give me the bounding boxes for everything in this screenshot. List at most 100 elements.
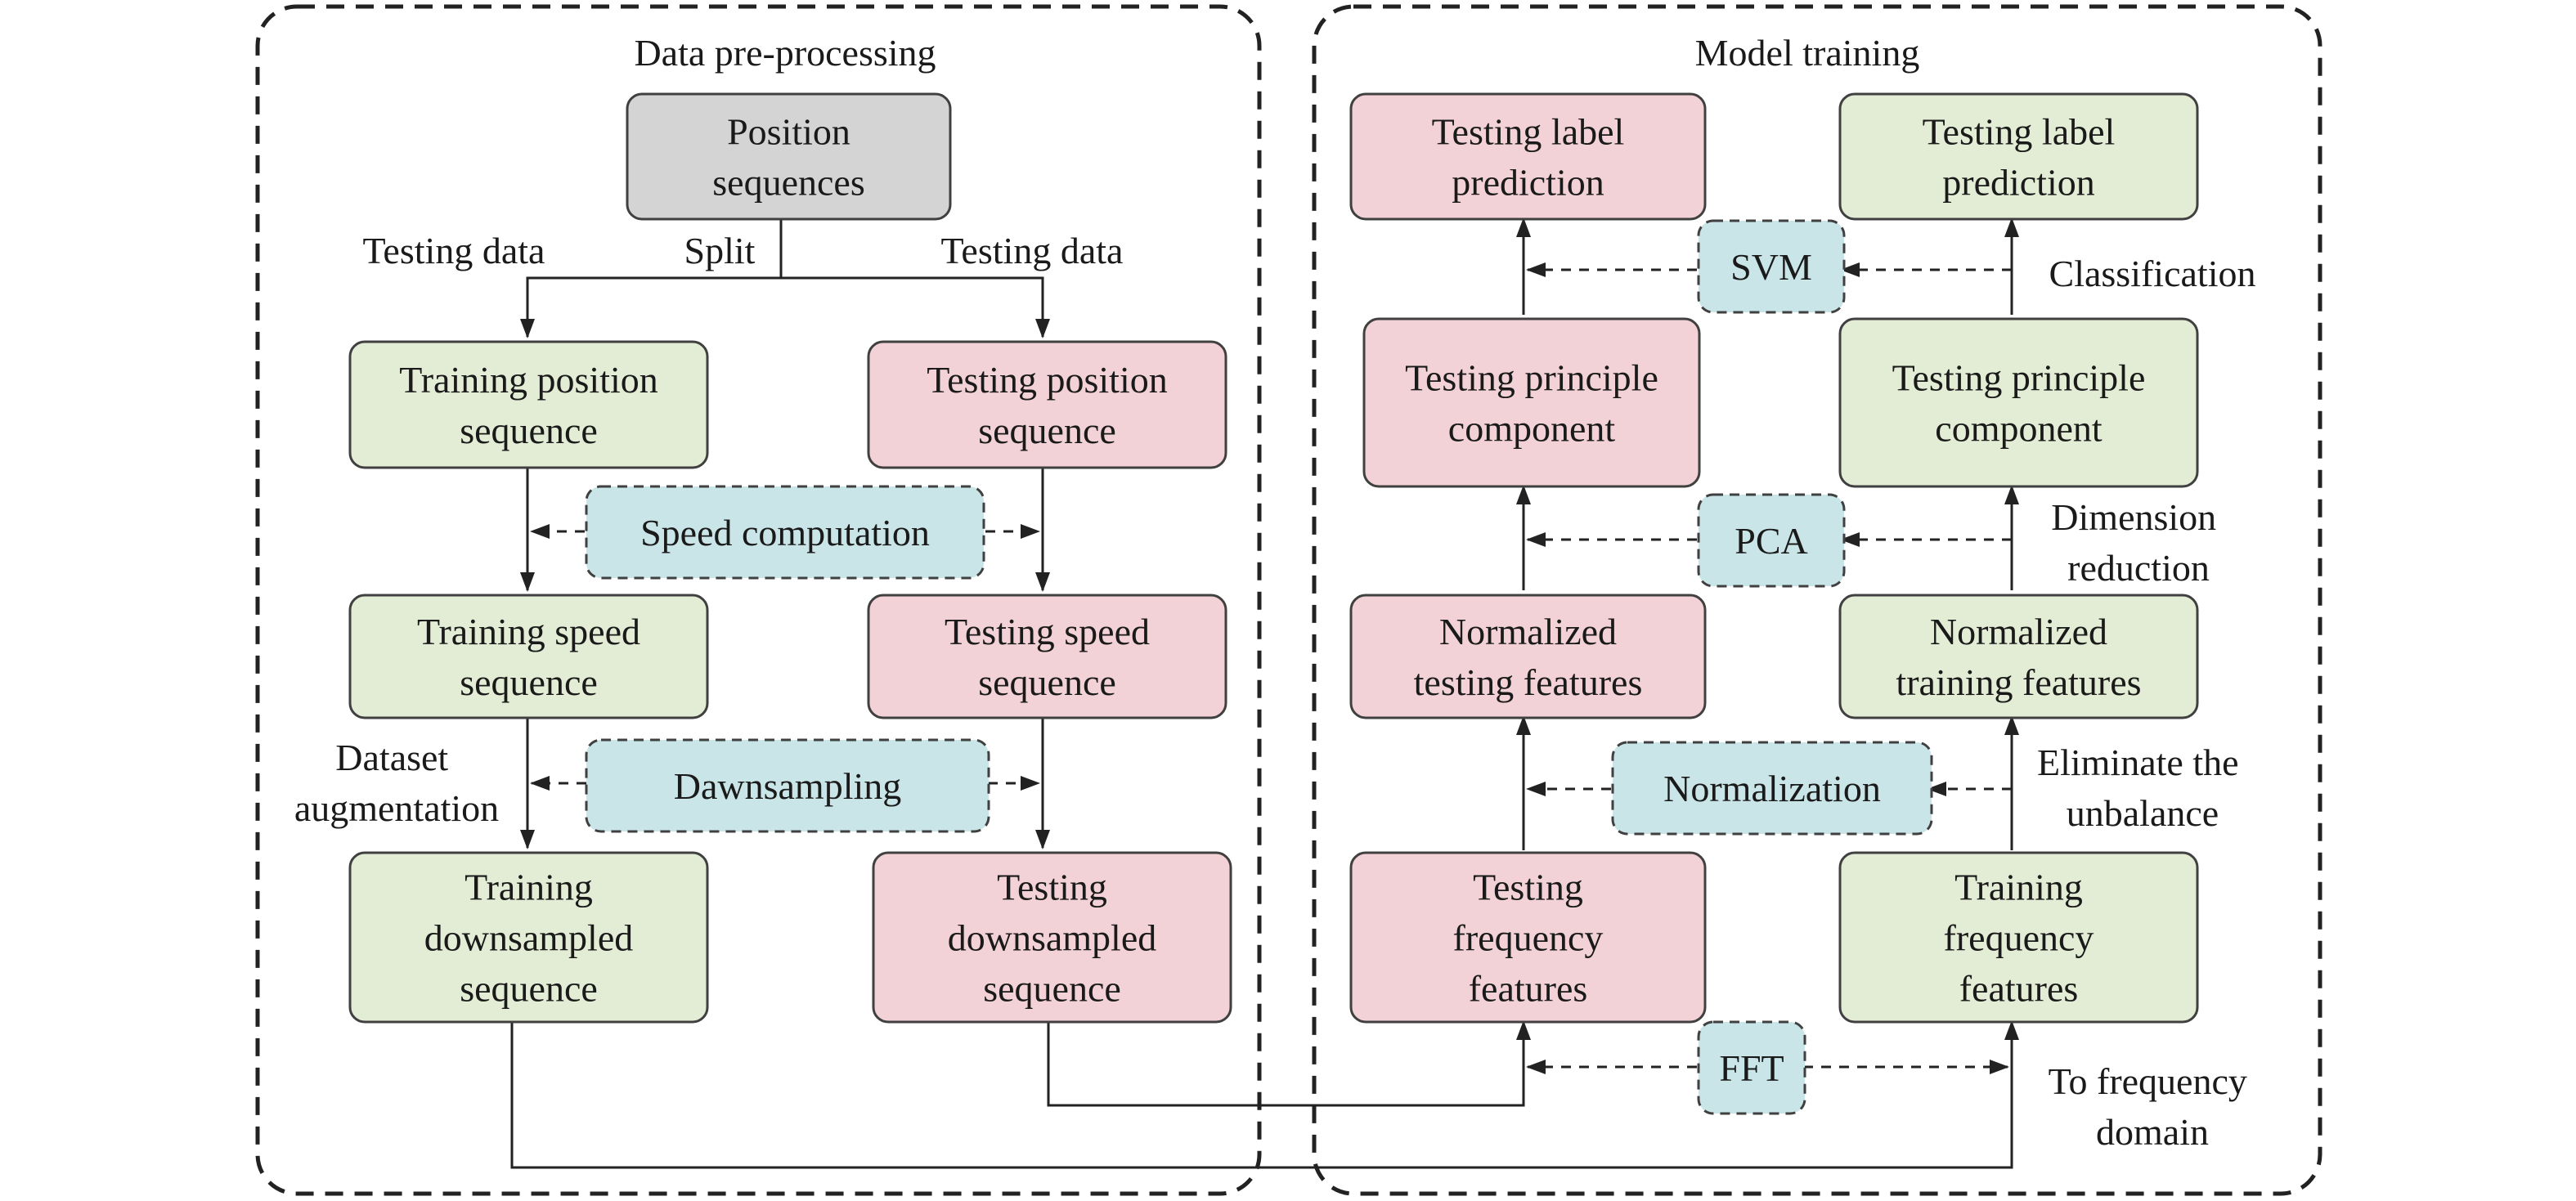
- label-dataset-augmentation-line-1: Dataset: [335, 737, 448, 778]
- node-label-line: features: [1959, 968, 2079, 1010]
- node-label-line: sequence: [460, 968, 598, 1010]
- label-split: Split: [684, 230, 756, 271]
- node-box-pca: [1697, 493, 1846, 588]
- node-box-dawnsampling: [585, 738, 990, 833]
- node-box-normalization: [1611, 741, 1933, 836]
- panel-title-preprocessing: Data pre-processing: [634, 32, 936, 74]
- node-label-line: Testing position: [927, 359, 1168, 401]
- label-testing-data-right: Testing data: [941, 230, 1124, 271]
- node-label-line: Testing principle: [1892, 357, 2146, 399]
- node-label-line: Speed computation: [640, 512, 930, 553]
- node-training-speed-sequence: Training speed sequence: [348, 594, 709, 719]
- node-label-line: Testing: [1473, 867, 1583, 908]
- label-eliminate-unbalance-line-1: Eliminate the: [2037, 742, 2239, 783]
- node-label-line: Normalized: [1930, 611, 2107, 652]
- label-testing-data-left: Testing data: [363, 230, 545, 271]
- node-label-testing-principle-component-left: Testing principle component: [1405, 357, 1658, 450]
- node-label-line: component: [1448, 408, 1616, 450]
- label-dimension-reduction-line-1: Dimension: [2051, 496, 2216, 538]
- panel-data-preprocessing: Data pre-processing: [255, 4, 1262, 1196]
- split-connector-right: [781, 276, 1050, 338]
- node-box-testing-downsampled-sequence: [872, 851, 1232, 1024]
- split-connector: [520, 219, 783, 338]
- label-to-frequency-domain-line-2: domain: [2096, 1111, 2209, 1153]
- node-box-testing-speed-sequence: [867, 594, 1227, 719]
- label-dataset-augmentation-line-2: augmentation: [294, 787, 499, 829]
- node-testing-principle-component-left: Testing principle component: [1362, 317, 1701, 488]
- node-label-pca: PCA: [1735, 520, 1807, 562]
- node-label-line: testing features: [1414, 661, 1643, 703]
- node-label-line: sequence: [460, 661, 598, 703]
- node-label-line: downsampled: [948, 917, 1157, 959]
- node-box-normalized-testing-features: [1349, 594, 1707, 719]
- label-to-frequency-domain-line-1: To frequency: [2049, 1060, 2247, 1102]
- node-label-line: sequences: [712, 162, 864, 204]
- label-dataset-augmentation: Dataset augmentation: [294, 737, 499, 829]
- node-label-line: Training speed: [417, 611, 640, 652]
- node-label-testing-principle-component-right: Testing principle component: [1892, 357, 2146, 450]
- node-normalization: Normalization: [1611, 741, 1933, 836]
- node-label-line: frequency: [1453, 917, 1604, 959]
- node-box-fft: [1697, 1020, 1806, 1115]
- node-label-line: PCA: [1735, 520, 1807, 562]
- node-label-line: Position: [727, 111, 850, 153]
- node-label-line: component: [1935, 408, 2103, 450]
- label-dimension-reduction-line-2: reduction: [2067, 547, 2210, 589]
- node-box-svm: [1697, 219, 1846, 314]
- node-label-line: downsampled: [424, 917, 634, 959]
- label-to-frequency-domain: To frequency domain: [2049, 1060, 2257, 1153]
- node-label-position-sequences: Position sequences: [712, 111, 864, 204]
- label-eliminate-unbalance: Eliminate the unbalance: [2037, 742, 2248, 834]
- node-fft: FFT: [1697, 1020, 1806, 1115]
- node-label-line: Normalization: [1663, 768, 1881, 809]
- node-label-line: Testing speed: [945, 611, 1150, 652]
- node-position-sequences: Position sequences: [626, 92, 952, 221]
- node-normalized-testing-features: Normalized testing features: [1349, 594, 1707, 719]
- node-box-testing-principle-component-right: [1838, 317, 2199, 488]
- node-label-speed-computation: Speed computation: [640, 512, 930, 553]
- node-pca: PCA: [1697, 493, 1846, 588]
- label-dimension-reduction: Dimension reduction: [2051, 496, 2225, 589]
- node-box-testing-frequency-features: [1349, 851, 1707, 1024]
- node-label-dawnsampling: Dawnsampling: [674, 765, 902, 807]
- node-label-line: FFT: [1719, 1047, 1784, 1089]
- node-box-testing-label-prediction-right: [1838, 92, 2199, 221]
- node-box-testing-position-sequence: [867, 340, 1227, 469]
- node-label-fft: FFT: [1719, 1047, 1784, 1089]
- node-box-position-sequences: [626, 92, 952, 221]
- node-label-line: Testing principle: [1405, 357, 1658, 399]
- node-label-normalization: Normalization: [1663, 768, 1881, 809]
- panel-title-training: Model training: [1695, 32, 1920, 74]
- node-label-line: prediction: [1452, 162, 1604, 204]
- node-label-svm: SVM: [1730, 246, 1812, 288]
- label-classification: Classification: [2049, 253, 2256, 294]
- node-box-training-frequency-features: [1838, 851, 2199, 1024]
- node-label-line: Dawnsampling: [674, 765, 902, 807]
- node-label-line: Normalized: [1439, 611, 1617, 652]
- node-box-testing-label-prediction-left: [1349, 92, 1707, 221]
- node-box-normalized-training-features: [1838, 594, 2199, 719]
- node-label-normalized-testing-features: Normalized testing features: [1414, 611, 1643, 703]
- node-label-line: Training position: [399, 359, 658, 401]
- node-box-training-downsampled-sequence: [348, 851, 709, 1024]
- node-svm: SVM: [1697, 219, 1846, 314]
- node-label-training-speed-sequence: Training speed sequence: [417, 611, 640, 703]
